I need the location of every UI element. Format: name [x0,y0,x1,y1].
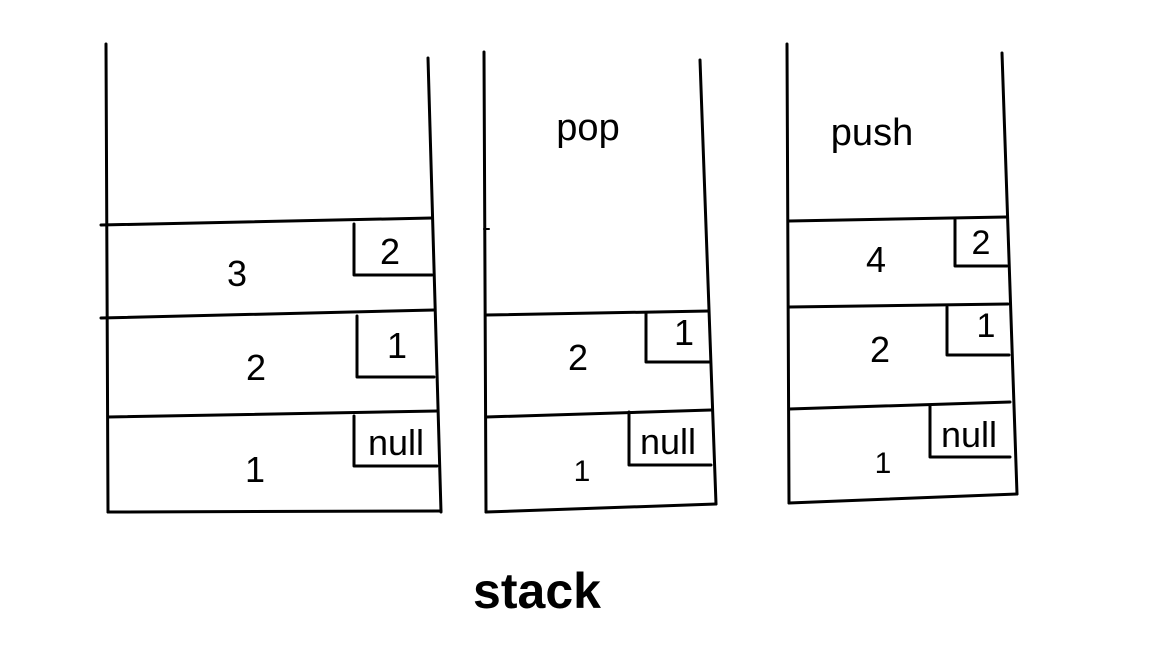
node-divider [484,408,713,419]
node-divider [787,302,1010,309]
node-next-label: null [640,421,696,462]
node-next-label: null [941,414,997,455]
node-next-label: null [368,422,424,463]
next-pointer-box [644,311,711,364]
node-divider [787,215,1008,223]
node-value: 2 [568,337,588,378]
stack-base [484,502,718,514]
node-next-label: 1 [674,312,694,353]
node-divider [99,308,436,320]
stack-wall-right [698,58,718,506]
stack-after-push: push 4 2 2 1 1 null [785,42,1019,505]
node-divider [484,309,711,317]
stack-initial: 3 2 2 1 1 null [99,42,443,514]
next-pointer-box [352,414,439,468]
node-next-label: 2 [972,224,991,262]
next-pointer-box [928,403,1012,459]
next-pointer-box [953,218,1009,268]
next-pointer-box [627,410,713,467]
node-divider [787,400,1012,411]
node-value: 3 [227,253,247,294]
node-next-label: 1 [387,325,407,366]
stack-base [787,492,1019,505]
stack-base [106,509,443,514]
stack-node: 3 2 [99,216,434,294]
stack-node: 2 1 [787,302,1011,370]
stack-wall-left [482,50,488,514]
stack-node: 1 null [484,408,713,488]
node-value: 1 [574,455,591,488]
stack-node: 1 null [787,400,1012,480]
next-pointer-box [352,222,434,277]
stack-after-pop: pop 2 1 1 null [482,50,718,514]
node-value: 2 [246,347,266,388]
stack-wall-left [104,42,110,514]
node-next-label: 1 [977,307,996,345]
stack-node: 1 null [106,409,439,490]
stack-node: 4 2 [787,215,1009,280]
node-divider [106,409,439,419]
next-pointer-box [355,314,436,379]
node-value: 4 [866,239,886,280]
node-next-label: 2 [380,231,400,272]
operation-label: push [831,112,913,154]
stack-wall-right [426,56,443,514]
stack-node: 2 1 [484,309,711,378]
stack-wall-right [1000,51,1019,496]
node-value: 2 [870,329,890,370]
node-value: 1 [245,449,265,490]
stack-wall-left [785,42,791,505]
operation-label: pop [556,107,619,149]
node-value: 1 [875,447,892,480]
diagram-caption: stack [473,563,601,619]
stack-node: 2 1 [99,308,436,388]
node-divider [99,216,434,227]
next-pointer-box [945,305,1011,357]
